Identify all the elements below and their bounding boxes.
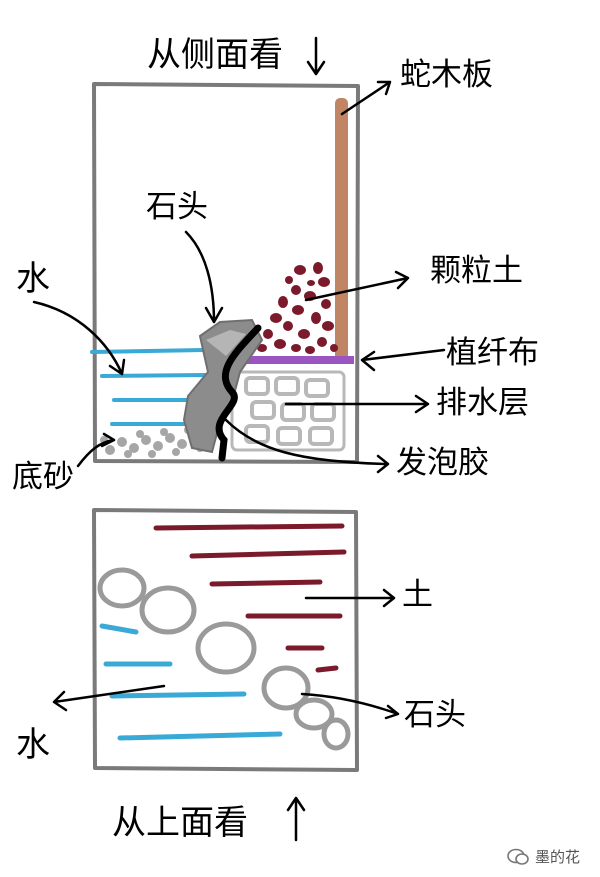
label-plant-fiber: 植纤布	[446, 335, 539, 371]
label-top-water: 水	[16, 725, 50, 765]
side-stone-highlight	[206, 330, 246, 356]
label-tree-fern-board: 蛇木板	[400, 57, 493, 93]
top-container-outline	[92, 508, 359, 772]
granule-soil	[257, 262, 338, 354]
top-view-title: 从上面看	[112, 803, 248, 843]
label-top-soil: 土	[402, 577, 433, 613]
plant-fiber-cloth	[246, 356, 354, 364]
soil-lines-top	[153, 523, 347, 673]
foam-glue-seam	[215, 324, 262, 462]
side-arrows	[32, 36, 446, 474]
wechat-icon	[507, 848, 529, 865]
top-view	[52, 508, 400, 842]
label-foam-glue: 发泡胶	[396, 445, 489, 481]
watermark: 墨的花	[507, 846, 580, 867]
top-arrows	[52, 588, 400, 842]
side-view	[32, 36, 446, 474]
label-side-water: 水	[16, 259, 50, 299]
tree-fern-board	[335, 98, 348, 360]
label-bottom-sand: 底砂	[12, 459, 74, 495]
label-side-stone: 石头	[146, 189, 208, 225]
label-drainage-layer: 排水层	[436, 385, 529, 421]
water-lines-top	[99, 623, 283, 741]
side-view-title: 从侧面看	[147, 35, 283, 75]
top-stones	[97, 567, 351, 751]
label-top-stone: 石头	[404, 697, 466, 733]
watermark-text: 墨的花	[534, 848, 580, 866]
label-granule-soil: 颗粒土	[430, 253, 523, 289]
